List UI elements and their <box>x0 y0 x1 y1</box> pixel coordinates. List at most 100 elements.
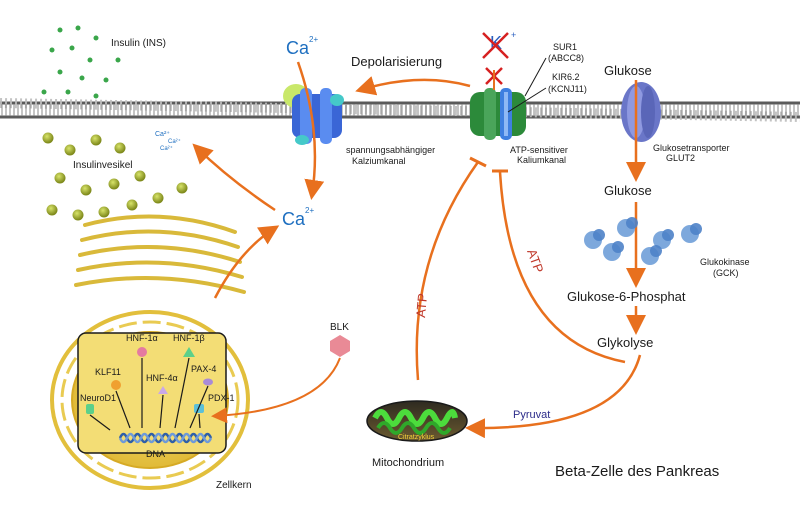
insulin-dot <box>57 69 63 75</box>
insulin-dot <box>103 77 109 83</box>
ca-channel-label-1: spannungsabhängiger <box>346 145 435 155</box>
kir-label-1: KIR6.2 <box>552 72 580 82</box>
atp-arrow-left <box>415 161 480 381</box>
insulin-label: Insulin (INS) <box>111 38 166 49</box>
vesicle <box>72 209 84 221</box>
katp-label-1: ATP-sensitiver <box>510 145 568 155</box>
tf-arrows <box>89 357 209 431</box>
dna-helix <box>118 432 213 444</box>
hnf1b-label: HNF-1β <box>173 333 205 343</box>
dna-strand <box>118 432 213 444</box>
insulin-dot <box>41 89 47 95</box>
insulin-dot <box>93 93 99 99</box>
glykolyse-label: Glykolyse <box>597 335 653 350</box>
vesicle <box>98 206 110 218</box>
katp-label-2: Kaliumkanal <box>517 155 566 165</box>
vesicle <box>42 132 54 144</box>
sur1-label-1: SUR1 <box>553 42 577 52</box>
gck-blob <box>593 229 605 241</box>
hnf4a-shape <box>158 386 168 394</box>
vesicle <box>64 144 76 156</box>
klf11-label: KLF11 <box>95 367 121 377</box>
ca-to-vesicle-arrow <box>192 143 276 212</box>
katp-channel <box>470 88 526 140</box>
vesicle <box>108 178 120 190</box>
vesicle <box>90 134 102 146</box>
insulin-vesicles <box>42 132 188 221</box>
depolarisierung-arrow <box>355 76 471 96</box>
citrat-label: Citratzyklus <box>398 434 435 441</box>
ca-influx-arrow <box>296 61 325 200</box>
cell-membrane <box>0 98 800 122</box>
vesicle <box>54 172 66 184</box>
blk-arrow <box>211 357 341 424</box>
glut-label-2: GLUT2 <box>666 153 695 163</box>
kir-pointer <box>507 87 547 113</box>
vesicle <box>114 142 126 154</box>
gck-blob <box>662 229 674 241</box>
ca-mid-sup: 2+ <box>305 206 314 215</box>
pdx1-label: PDX-1 <box>208 393 235 403</box>
nucleus-to-ca-arrow <box>213 225 280 299</box>
insulin-dot <box>69 45 75 51</box>
klf11-shape <box>111 380 121 390</box>
pyruvat-label: Pyruvat <box>513 409 550 421</box>
vesicle <box>152 192 164 204</box>
ca-mid-label: Ca <box>282 209 306 229</box>
atp-right-label: ATP <box>524 247 546 275</box>
glut2-transporter <box>621 82 661 142</box>
insulinvesikel-label: Insulinvesikel <box>73 160 132 171</box>
mitochondrion <box>366 400 468 442</box>
vesicle <box>126 199 138 211</box>
hnf1b-shape <box>183 347 195 357</box>
gck-blob <box>650 245 662 257</box>
hnf1a-label: HNF-1α <box>126 333 158 343</box>
golgi-apparatus <box>74 214 246 294</box>
insulin-dot <box>65 89 71 95</box>
mito-label: Mitochondrium <box>372 457 444 469</box>
g6p-label: Glukose-6-Phosphat <box>567 289 686 304</box>
ca-top-sup: 2+ <box>309 35 318 44</box>
pax4-label: PAX-4 <box>191 364 216 374</box>
ca-cluster-label-3: Ca²⁺ <box>160 145 173 152</box>
gck-label-2: (GCK) <box>713 268 739 278</box>
hnf1a-shape <box>137 347 147 357</box>
vesicle <box>46 204 58 216</box>
sur1-label-2: (ABCC8) <box>548 53 584 63</box>
vesicle <box>134 170 146 182</box>
glut-label-1: Glukosetransporter <box>653 143 730 153</box>
insulin-dot <box>115 57 121 63</box>
atp-arrow-right <box>498 171 626 364</box>
hnf4a-label: HNF-4α <box>146 373 178 383</box>
glukose-top-label: Glukose <box>604 63 652 78</box>
kir-label-2: (KCNJ11) <box>548 84 587 94</box>
ca-top-label: Ca <box>286 38 310 58</box>
blk-shape <box>330 335 350 357</box>
calcium-channel <box>283 84 344 145</box>
gck-label-1: Glukokinase <box>700 257 750 267</box>
insulin-dot <box>75 25 81 31</box>
insulin-dot <box>49 47 55 53</box>
zellkern-label: Zellkern <box>216 480 252 491</box>
neurod1-shape <box>86 404 94 414</box>
vesicle <box>176 182 188 194</box>
insulin-dot <box>93 35 99 41</box>
insulin-dot <box>57 27 63 33</box>
glukose-mid-label: Glukose <box>604 183 652 198</box>
glukokinase-molecules <box>584 217 702 265</box>
ca-channel-label-2: Kalziumkanal <box>352 156 406 166</box>
pyruvat-arrow <box>465 354 642 439</box>
insulin-dot <box>87 57 93 63</box>
atp-left-label: ATP <box>413 293 430 319</box>
depolarisierung-label: Depolarisierung <box>351 54 442 69</box>
ca-cluster-label: Ca²⁺ <box>155 131 170 138</box>
gck-blob <box>690 223 702 235</box>
neurod1-label: NeuroD1 <box>80 393 116 403</box>
atp-inhibit-bar-left <box>469 156 487 168</box>
insulin-molecules <box>41 25 121 99</box>
pax4-shape <box>203 378 213 386</box>
sur1-pointer <box>524 57 547 97</box>
ca-cluster-label-2: Ca²⁺ <box>168 138 181 145</box>
